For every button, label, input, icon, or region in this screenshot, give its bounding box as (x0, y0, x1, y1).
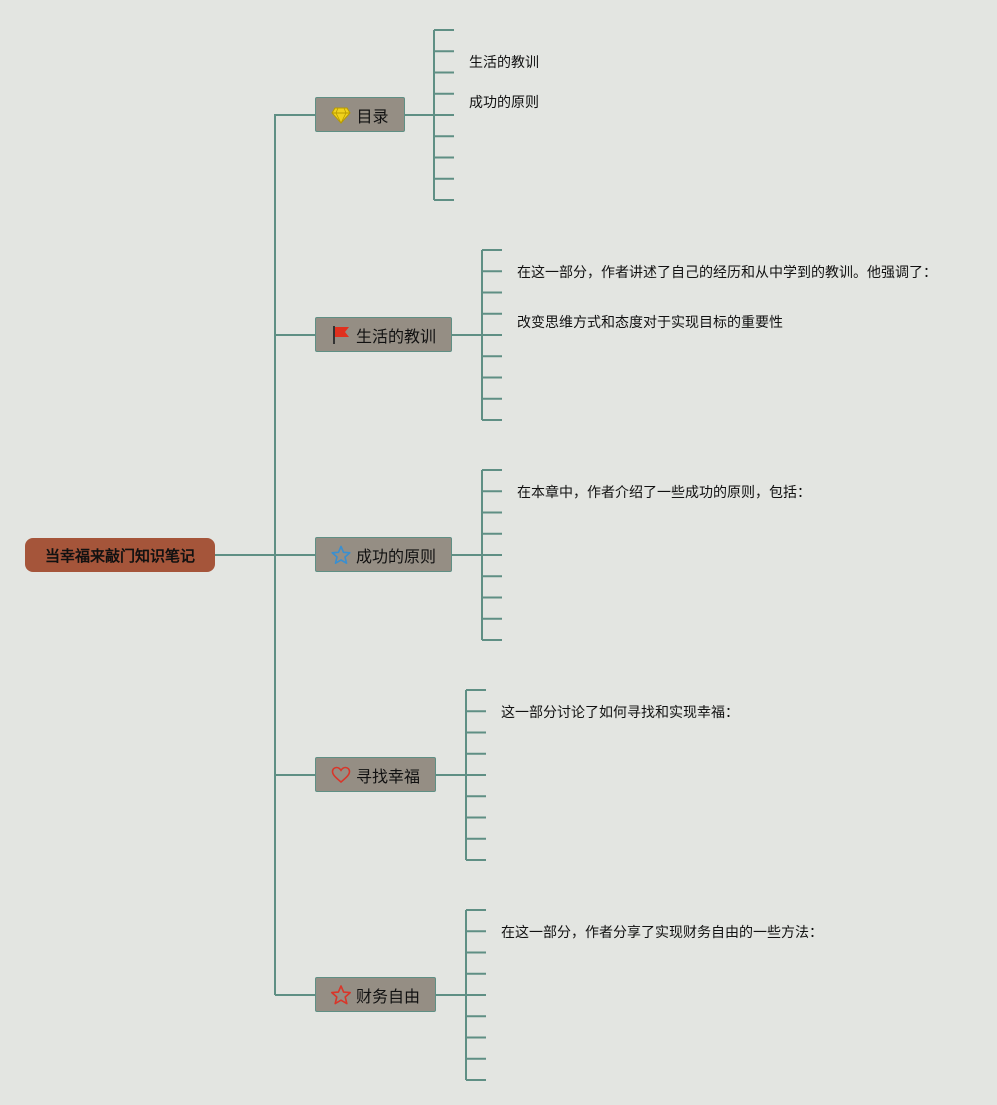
heart-icon (331, 765, 351, 785)
branch-label: 生活的教训 (355, 326, 436, 346)
leaf-text: 生活的教训 (469, 55, 539, 71)
leaf-text: 改变思维方式和态度对于实现目标的重要性 (517, 315, 783, 331)
root-label: 当幸福来敲门知识笔记 (44, 546, 195, 565)
branch-label: 目录 (356, 106, 389, 126)
branch-node-success-principles[interactable]: 成功的原则 (315, 537, 452, 572)
branch-label: 财务自由 (355, 986, 420, 1006)
leaf-text: 成功的原则 (469, 95, 539, 111)
branch-label: 寻找幸福 (355, 766, 420, 786)
diamond-icon (331, 105, 352, 125)
branch-label: 成功的原则 (355, 546, 436, 566)
branch-node-contents[interactable]: 目录 (315, 97, 405, 132)
root-node[interactable]: 当幸福来敲门知识笔记 (25, 538, 215, 572)
branch-node-financial-freedom[interactable]: 财务自由 (315, 977, 436, 1012)
flag-icon (331, 325, 351, 345)
branch-node-finding-happiness[interactable]: 寻找幸福 (315, 757, 436, 792)
leaf-text: 在这一部分，作者讲述了自己的经历和从中学到的教训。他强调了： (517, 265, 937, 281)
leaf-text: 这一部分讨论了如何寻找和实现幸福： (501, 705, 739, 721)
leaf-text: 在本章中，作者介绍了一些成功的原则，包括： (517, 485, 811, 501)
star-outline-icon (331, 545, 351, 565)
branch-node-life-lessons[interactable]: 生活的教训 (315, 317, 452, 352)
leaf-text: 在这一部分，作者分享了实现财务自由的一些方法： (501, 925, 823, 941)
star-icon (330, 984, 351, 1005)
